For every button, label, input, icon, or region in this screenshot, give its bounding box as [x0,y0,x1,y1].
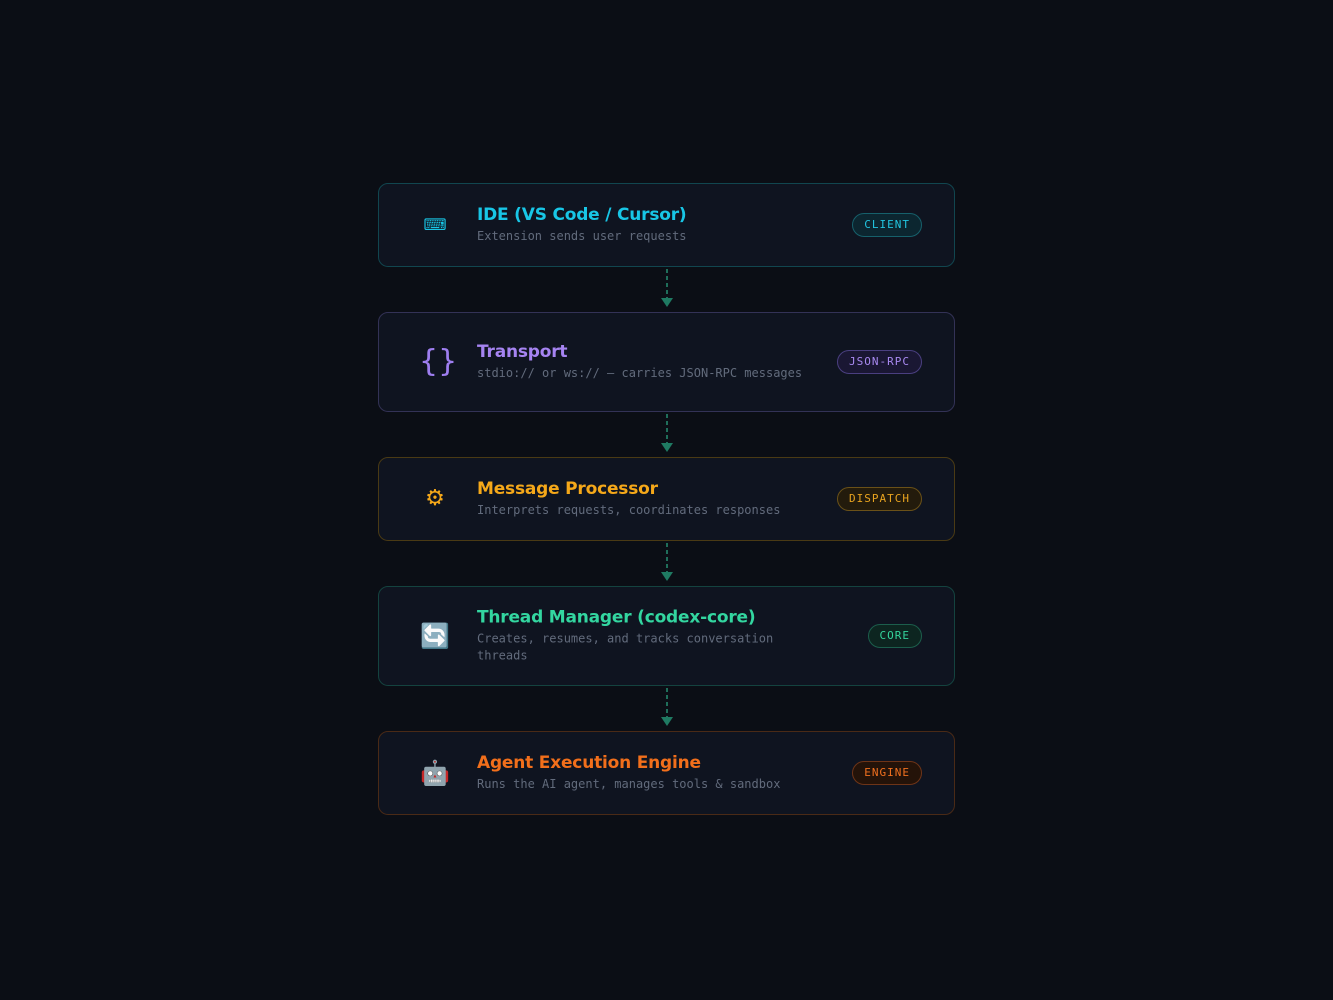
gear-icon: ⚙ [425,486,445,511]
layer-card-message-processor: ⚙ Message Processor Interprets requests,… [378,457,955,541]
sync-icon: 🔄 [420,622,450,650]
layer-card-agent-engine: 🤖 Agent Execution Engine Runs the AI age… [378,731,955,815]
layer-card-thread-manager: 🔄 Thread Manager (codex-core) Creates, r… [378,586,955,686]
layer-badge: ENGINE [852,761,922,785]
layer-text: Message Processor Interprets requests, c… [477,479,817,519]
down-arrow-icon [661,269,673,307]
flow-connector [378,412,955,457]
layer-badge: CLIENT [852,213,922,237]
layer-card-ide: ⌨ IDE (VS Code / Cursor) Extension sends… [378,183,955,267]
flow-connector [378,686,955,731]
layer-description: Runs the AI agent, manages tools & sandb… [477,777,781,791]
flow-connector [378,541,955,586]
down-arrow-icon [661,414,673,452]
layer-text: Agent Execution Engine Runs the AI agent… [477,753,817,793]
layer-text: Thread Manager (codex-core) Creates, res… [477,608,817,665]
robot-icon: 🤖 [420,759,450,787]
layer-title: Transport [477,342,568,362]
layer-title: IDE (VS Code / Cursor) [477,205,687,225]
layer-description: Interprets requests, coordinates respons… [477,503,781,517]
down-arrow-icon [661,543,673,581]
layer-description: Creates, resumes, and tracks conversatio… [477,631,774,663]
layer-badge: CORE [867,624,922,648]
architecture-stack: ⌨ IDE (VS Code / Cursor) Extension sends… [378,183,955,815]
layer-badge: DISPATCH [837,487,922,511]
braces-icon: {} [419,344,458,379]
layer-badge: JSON-RPC [837,350,922,374]
layer-description: Extension sends user requests [477,229,687,243]
layer-title: Agent Execution Engine [477,753,701,773]
down-arrow-icon [661,688,673,726]
keyboard-icon: ⌨ [423,215,447,234]
layer-title: Thread Manager (codex-core) [477,607,756,628]
layer-card-transport: {} Transport stdio:// or ws:// — carries… [378,312,955,412]
flow-connector [378,267,955,312]
layer-text: Transport stdio:// or ws:// — carries JS… [477,342,817,382]
layer-text: IDE (VS Code / Cursor) Extension sends u… [477,205,817,245]
layer-title: Message Processor [477,479,658,499]
layer-description: stdio:// or ws:// — carries JSON-RPC mes… [477,366,803,380]
